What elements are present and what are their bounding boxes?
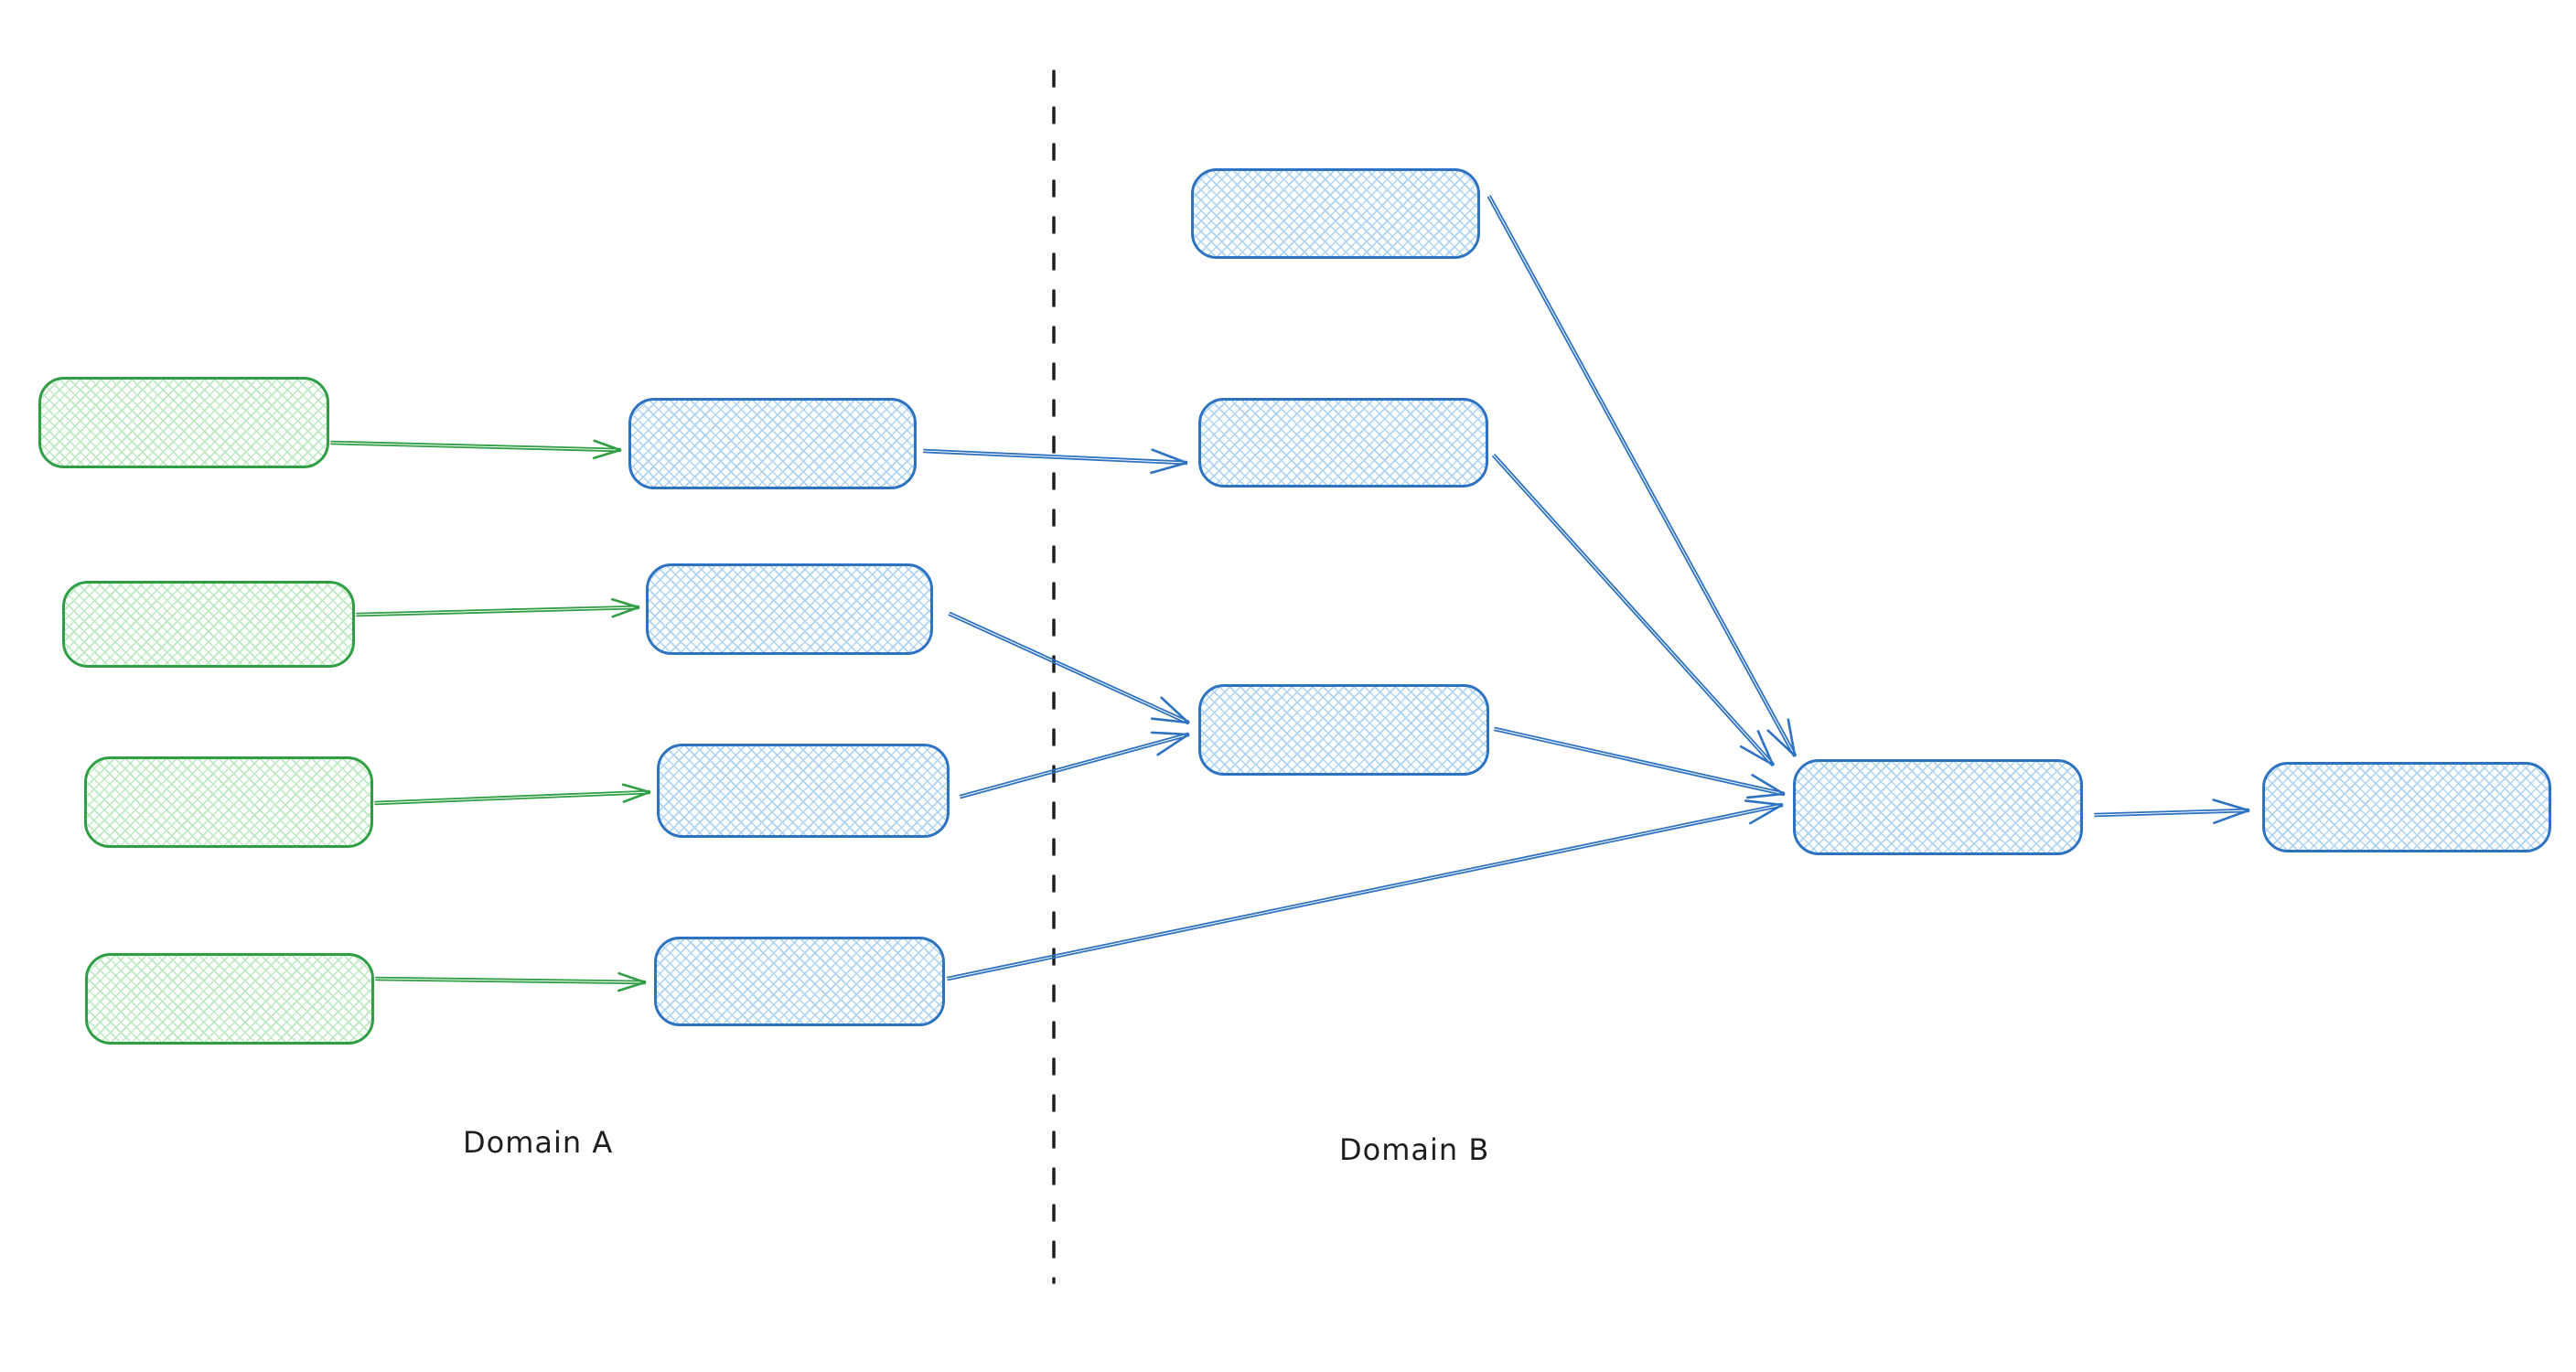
node-a-source-4[interactable] [85, 953, 374, 1045]
node-a-source-2[interactable] [62, 581, 355, 668]
arrow-asrc3-amid3[interactable] [374, 783, 651, 806]
node-b-mid[interactable] [1198, 398, 1488, 488]
arrow-blow-bmerge[interactable] [1493, 726, 1786, 799]
node-a-mid-4[interactable] [654, 937, 945, 1026]
arrow-asrc1-amid1[interactable] [330, 439, 622, 460]
arrow-amid3-blow[interactable] [959, 731, 1190, 799]
node-a-mid-2[interactable] [646, 563, 933, 655]
arrow-asrc4-amid4[interactable] [375, 971, 647, 992]
node-b-low[interactable] [1198, 684, 1489, 776]
node-b-out[interactable] [2262, 762, 2551, 852]
node-b-merge[interactable] [1793, 759, 2083, 855]
node-b-top[interactable] [1191, 168, 1480, 259]
arrow-btop-bmerge[interactable] [1487, 195, 1798, 757]
arrow-amid2-blow[interactable] [948, 611, 1190, 725]
node-a-source-1[interactable] [38, 377, 329, 468]
arrow-asrc2-amid2[interactable] [356, 598, 640, 618]
node-a-mid-3[interactable] [657, 744, 950, 838]
arrow-bmerge-bout[interactable] [2094, 799, 2250, 825]
domain-b-label[interactable]: Domain B [1339, 1132, 1490, 1167]
domain-a-label[interactable]: Domain A [463, 1125, 614, 1160]
node-a-source-3[interactable] [84, 756, 373, 848]
arrow-bmid-bmerge[interactable] [1492, 454, 1775, 766]
arrow-amid4-bmerge[interactable] [946, 799, 1784, 981]
arrow-amid1-bmid[interactable] [923, 448, 1188, 475]
node-a-mid-1[interactable] [628, 398, 917, 489]
